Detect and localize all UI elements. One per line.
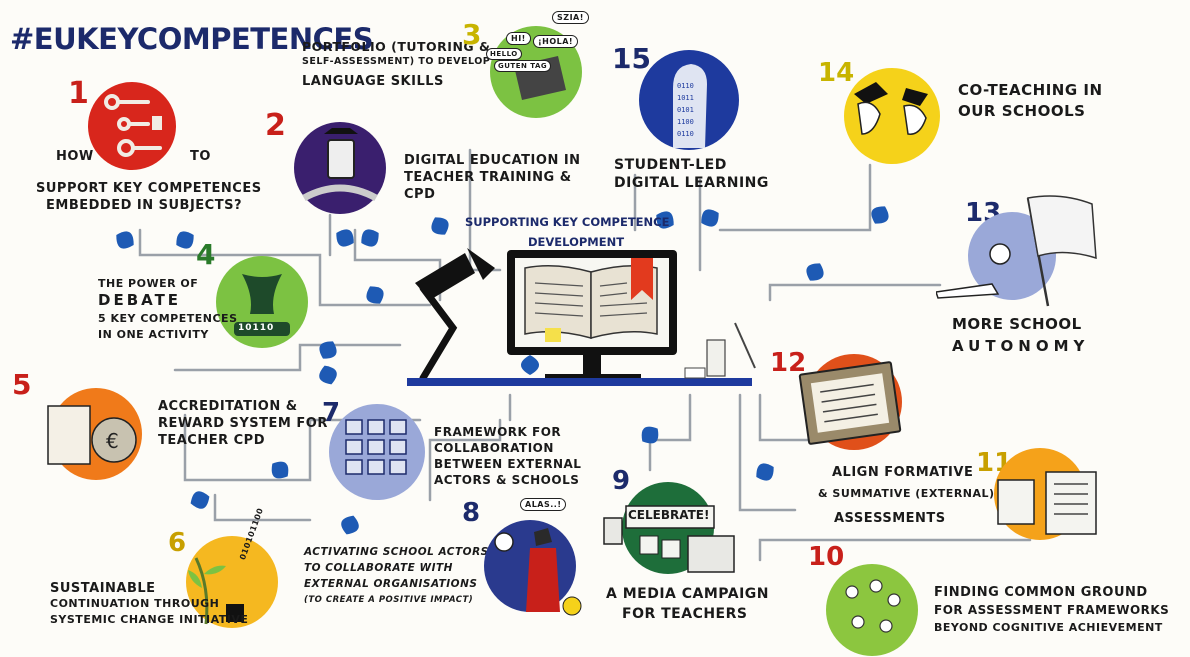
item-7-label-line3: BETWEEN EXTERNAL [434,457,582,471]
certificate-money-icon: € [47,388,142,480]
center-title-line1: SUPPORTING KEY COMPETENCE [465,215,670,229]
keys-icon [88,82,176,170]
item-8-speech-bubble: ALAS..! [520,498,567,512]
item-13-label-line2: AUTONOMY [952,337,1090,355]
network-grid-icon [329,404,425,500]
item-8-label-line3: EXTERNAL ORGANISATIONS [304,578,478,590]
item-15-label-line1: STUDENT-LED [614,157,727,173]
item-10-label-line2: FOR ASSESSMENT FRAMEWORKS [934,603,1170,617]
item-2-label-line3: CPD [404,187,436,202]
item-3-label-line1: PORTFOLIO (TUTORING & [302,39,491,54]
item-4-label-line4: IN ONE ACTIVITY [98,328,209,341]
item-4-label-line3: 5 KEY COMPETENCES [98,312,238,325]
item-6-label-line2: CONTINUATION THROUGH [50,597,220,610]
item-5-label-line3: TEACHER CPD [158,433,266,448]
item-11-label-line3: ASSESSMENTS [834,511,946,526]
item-3-label-line3: LANGUAGE SKILLS [302,74,444,89]
assessment-papers-icon [994,448,1097,540]
debate-vase-icon [216,256,308,348]
item-1-number: 1 [68,76,89,111]
svg-text:0110: 0110 [677,130,694,138]
item-5-label-line1: ACCREDITATION & [158,399,298,414]
item-10-number: 10 [808,542,845,572]
sustainable-plant-icon [186,536,278,628]
svg-text:0101: 0101 [677,106,694,114]
item-11-label-line2: & SUMMATIVE (EXTERNAL) [818,487,995,500]
item-7-label-line4: ACTORS & SCHOOLS [434,473,580,487]
item-1-label-line1: HOW [56,149,94,164]
item-10-label-line3: BEYOND COGNITIVE ACHIEVEMENT [934,621,1163,634]
item-3-bubble-szia: SZIA! [552,11,589,25]
item-12-number: 12 [770,348,807,378]
item-1-label-line4: EMBEDDED IN SUBJECTS? [46,198,242,213]
item-1-label-line3: SUPPORT KEY COMPETENCES [36,181,262,196]
item-7-number: 7 [322,398,341,428]
item-10-label-line1: FINDING COMMON GROUND [934,585,1148,600]
item-2-label-line2: TEACHER TRAINING & [404,170,572,185]
svg-text:1100: 1100 [677,118,694,126]
item-14-number: 14 [818,58,855,88]
item-3-bubble-guten: GUTEN TAG [494,60,552,73]
flag-pointing-icon [936,195,1097,307]
item-5-label-line2: REWARD SYSTEM FOR [158,416,328,431]
item-4-label-line1: THE POWER OF [98,277,199,290]
item-9-sign: CELEBRATE! [628,508,710,522]
item-2-label-line1: DIGITAL EDUCATION IN [404,153,581,168]
item-15-number: 15 [612,42,651,75]
svg-text:0110: 0110 [677,82,694,90]
item-9-label-line2: FOR TEACHERS [622,606,748,622]
common-ground-icon [826,564,918,656]
svg-text:€: € [106,429,119,453]
item-3-bubble-hi: HI! [506,32,531,46]
svg-text:1011: 1011 [677,94,694,102]
item-14-label-line2: OUR SCHOOLS [958,102,1086,120]
item-8-number: 8 [462,498,481,528]
tablet-figure-icon [294,122,386,214]
item-9-label-line1: A MEDIA CAMPAIGN [606,586,770,602]
item-3-label-line2: SELF-ASSESSMENT) TO DEVELOP [302,56,491,67]
item-2-number: 2 [265,108,286,143]
item-4-icon-digits: 10110 [238,323,275,333]
item-14-label-line1: CO-TEACHING IN [958,81,1103,99]
item-8-label-line2: TO COLLABORATE WITH [304,562,453,574]
item-13-label-line1: MORE SCHOOL [952,315,1082,333]
leaf-decorations [116,206,889,535]
item-1-label-line2: TO [190,149,211,164]
monitor-book-illustration [407,248,756,386]
item-3-bubble-hello: HELLO [486,48,522,61]
item-6-label-line1: SUSTAINABLE [50,581,156,596]
item-15-label-line2: DIGITAL LEARNING [614,175,769,191]
celebrate-screens-icon [603,482,735,574]
item-9-number: 9 [612,466,631,496]
item-7-label-line2: COLLABORATION [434,441,554,455]
hashtag-title: #EUKEYCOMPETENCES [10,22,374,56]
binary-hand-icon: 0110 1011 0101 1100 0110 [639,50,739,150]
item-3-bubble-hola: ¡HOLA! [533,35,579,49]
center-title-line2: DEVELOPMENT [528,235,625,249]
item-8-label-line4: (TO CREATE A POSITIVE IMPACT) [304,595,474,605]
item-8-label-line1: ACTIVATING SCHOOL ACTORS [304,546,489,558]
item-11-label-line1: ALIGN FORMATIVE [832,465,974,480]
item-6-number: 6 [168,528,187,558]
item-4-number: 4 [196,238,216,271]
item-3-number: 3 [462,18,482,51]
item-4-label-line2: DEBATE [98,291,182,309]
two-teachers-icon [844,68,940,164]
item-7-label-line1: FRAMEWORK FOR [434,425,562,439]
item-6-label-line3: SYSTEMIC CHANGE INITIATIVE [50,613,249,626]
item-5-number: 5 [12,368,32,401]
hamlet-skull-icon [484,520,582,616]
framed-papers-icon [798,354,902,450]
